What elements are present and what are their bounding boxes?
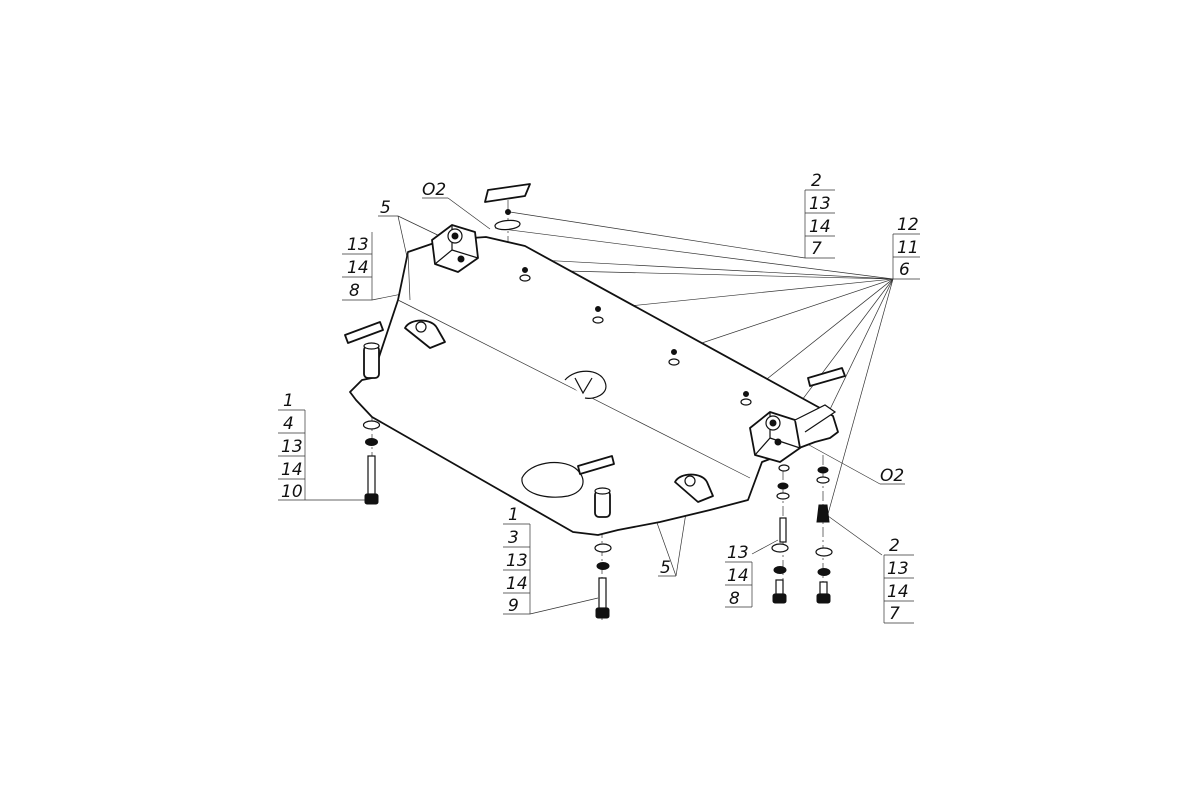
callout-stack-left-upper: 13 14 8: [342, 232, 373, 301]
callout-5-top-label: 5: [380, 198, 391, 218]
callout-bottom-center-2: 3: [508, 528, 519, 548]
callout-right-lower-3: 14: [887, 582, 909, 602]
callout-top-right-3: 14: [809, 217, 831, 237]
logo-mark: [564, 370, 607, 399]
callout-o2-top-label: O2: [422, 180, 446, 200]
callout-o2-right-label: O2: [880, 466, 904, 486]
callout-5-top: 5: [380, 198, 391, 218]
callout-5-bottom: 5: [660, 558, 671, 578]
fastener-stack-center: [594, 487, 612, 619]
callout-stack-left-lower: 1 4 13 14 10: [278, 391, 306, 502]
callout-o2-top: O2: [422, 180, 446, 200]
callout-5-bottom-label: 5: [660, 558, 671, 578]
callout-top-right-4: 7: [811, 239, 822, 259]
callout-bottom-right-2: 14: [727, 566, 749, 586]
callout-left-upper-2: 14: [347, 258, 369, 278]
callout-left-upper-3: 8: [349, 281, 360, 301]
clip-nut-bottom: [674, 473, 714, 503]
callout-far-right-2: 11: [897, 238, 919, 258]
callout-bottom-center-3: 13: [506, 551, 528, 571]
callout-right-lower-2: 13: [887, 559, 909, 579]
skid-plate: [349, 236, 839, 536]
callout-stack-far-right: 12 11 6: [892, 215, 920, 280]
callout-left-lower-2: 4: [283, 414, 294, 434]
clip-nut-left: [404, 319, 446, 349]
callout-stack-bottom-center: 1 3 13 14 9: [503, 505, 531, 616]
callout-left-lower-3: 13: [281, 437, 303, 457]
callout-far-right-3: 6: [899, 260, 910, 280]
callout-stack-right-lower: 2 13 14 7: [883, 536, 914, 624]
fastener-stack-right-b: [815, 466, 833, 604]
callout-top-right-2: 13: [809, 194, 831, 214]
fastener-stack-left: [362, 342, 381, 505]
callout-stack-top-right: 2 13 14 7: [804, 171, 835, 259]
callout-bottom-right-3: 8: [729, 589, 740, 609]
callout-stack-bottom-right: 13 14 8: [725, 543, 753, 609]
callout-right-lower-1: 2: [889, 536, 900, 556]
callout-bottom-center-1: 1: [508, 505, 519, 525]
slot-plates: [344, 183, 846, 475]
callout-bottom-center-4: 14: [506, 574, 528, 594]
callout-left-upper-1: 13: [347, 235, 369, 255]
callout-bottom-right-1: 13: [727, 543, 749, 563]
callout-top-right-1: 2: [811, 171, 822, 191]
callout-far-right-1: 12: [897, 215, 919, 235]
bracket-right: [749, 404, 837, 463]
callout-left-lower-1: 1: [283, 391, 294, 411]
callout-o2-right: O2: [880, 466, 904, 486]
callout-bottom-center-5: 9: [508, 596, 519, 616]
bracket-left-top: [431, 224, 479, 273]
callout-right-lower-4: 7: [889, 604, 900, 624]
fastener-stack-right-a: [771, 482, 790, 604]
callout-left-lower-5: 10: [281, 482, 303, 502]
callout-left-lower-4: 14: [281, 460, 303, 480]
